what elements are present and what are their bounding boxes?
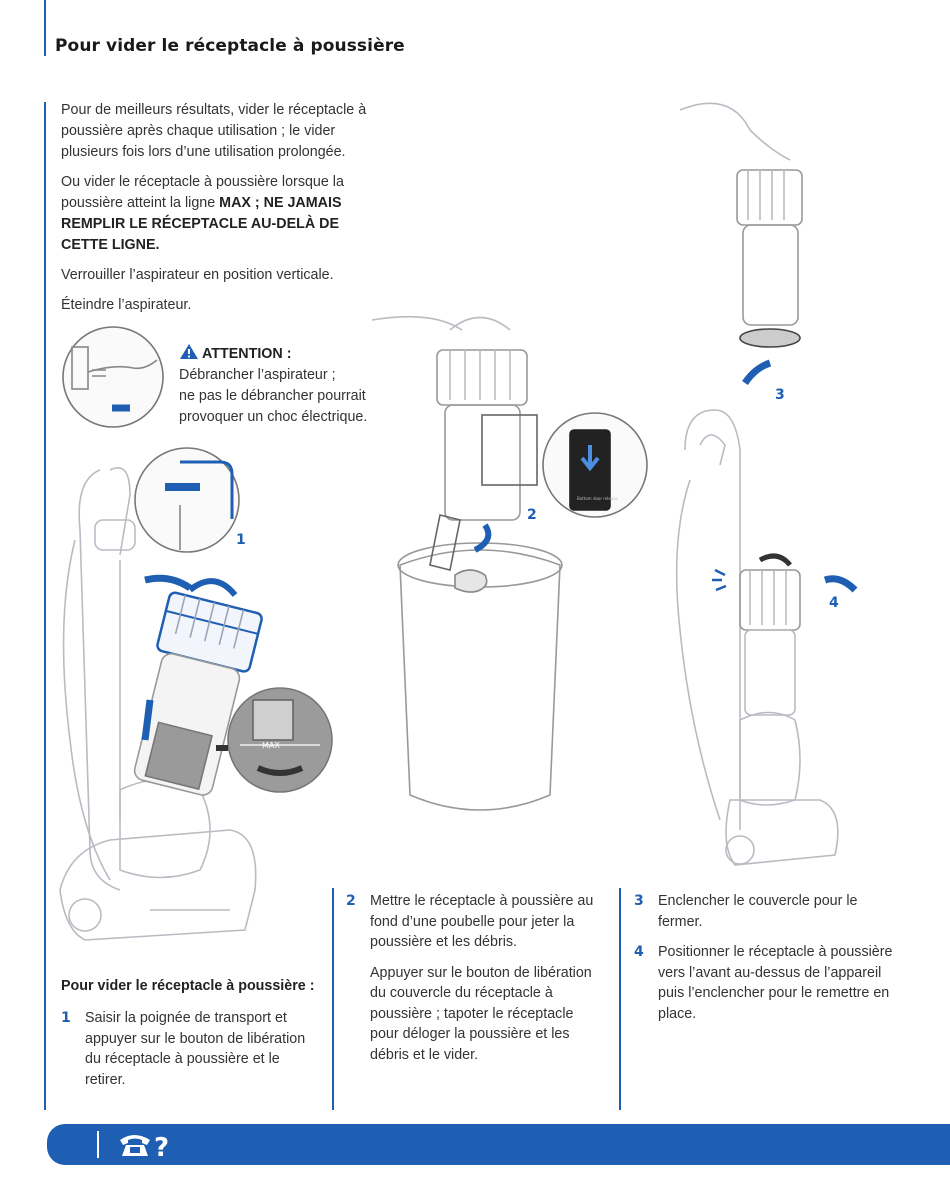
release-button-label: Bottom door release [577,496,618,501]
footer-bar: ? [47,1124,950,1165]
step-3-text: Enclencher le couvercle pour le fermer. [658,893,858,930]
warning-line-2: ne pas le débrancher pourrait [179,388,366,404]
step-1-number: 1 [61,1010,71,1026]
step-4-number: 4 [634,944,644,960]
warning-line-1: Débrancher l’aspirateur ; [179,367,336,383]
help-question-mark: ? [154,1133,169,1160]
steps-heading: Pour vider le réceptacle à poussière : [61,978,315,994]
callout-4: 4 [829,595,839,611]
warning-title: ATTENTION : [202,346,292,362]
warning-block: ATTENTION : Débrancher l’aspirateur ; ne… [179,344,379,428]
right-column-rule [619,888,621,1110]
intro-text: Pour de meilleurs résultats, vider le ré… [61,100,371,325]
step-4-text: Positionner le réceptacle à poussière ve… [658,944,893,1022]
left-column-rule [44,102,46,1110]
warning-line-3: provoquer un choc électrique. [179,409,368,425]
footer-separator [97,1131,99,1158]
step-2-text: Mettre le réceptacle à poussière au fond… [370,893,594,950]
page-title: Pour vider le réceptacle à poussière [55,36,405,56]
step-2-text-2: Appuyer sur le bouton de libération du c… [370,964,592,1063]
callout-3: 3 [775,387,785,403]
phone-help-icon: ? [120,1133,169,1160]
intro-paragraph-2: Ou vider le réceptacle à poussière lorsq… [61,174,344,253]
warning-icon [180,344,198,359]
step-2-number: 2 [346,893,356,909]
intro-paragraph-4: Éteindre l’aspirateur. [61,297,192,313]
callout-2: 2 [527,507,537,523]
callout-1: 1 [236,532,246,548]
middle-column-rule [332,888,334,1110]
max-label: MAX [262,741,281,751]
step-3-number: 3 [634,893,644,909]
intro-paragraph-1: Pour de meilleurs résultats, vider le ré… [61,102,367,160]
unplug-illustration [62,326,164,428]
latch-detail [134,447,240,553]
step-1-text: Saisir la poignée de transport et appuye… [85,1010,306,1088]
intro-paragraph-3: Verrouiller l’aspirateur en position ver… [61,267,334,283]
title-rule [44,0,46,56]
